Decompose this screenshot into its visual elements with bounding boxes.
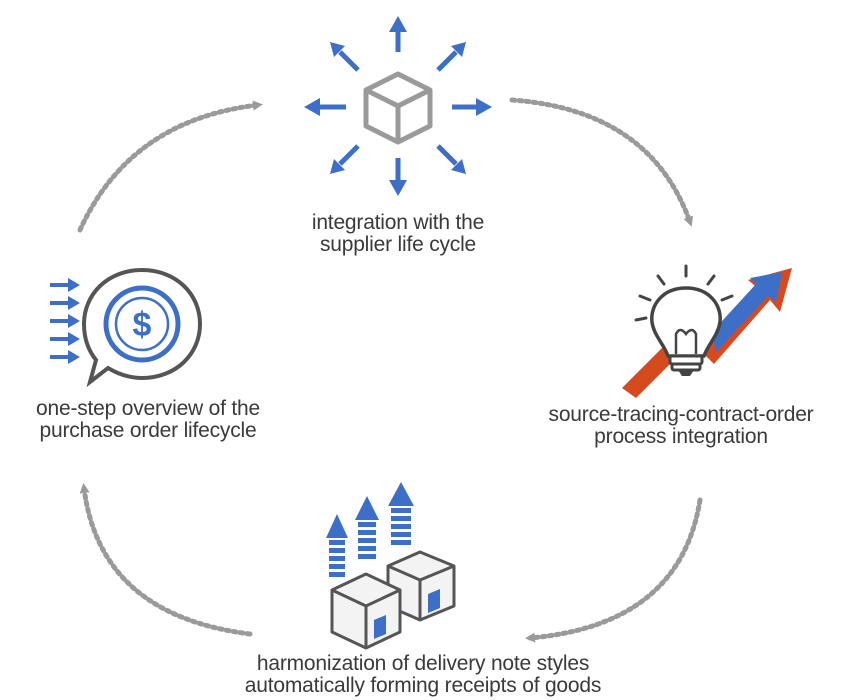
node-top-line2: supplier life cycle [319, 233, 477, 256]
node-left-line1: one-step overview of the [36, 397, 260, 420]
svg-text:$: $ [133, 306, 152, 344]
node-right-line1: source-tracing-contract-order [548, 403, 814, 426]
node-right-label: source-tracing-contract-order process in… [516, 404, 846, 448]
arc-left-to-top [77, 100, 263, 233]
arc-bottom-to-left [79, 483, 253, 637]
arc-right-to-bottom [525, 497, 703, 643]
arc-top-to-right [509, 97, 694, 227]
node-bottom-line1: harmonization of delivery note styles [256, 652, 590, 675]
node-right-line2: process integration [594, 425, 768, 448]
cube-with-outward-arrows-icon [304, 16, 492, 196]
warehouses-with-up-arrows-icon [326, 482, 456, 650]
lightbulb-with-rising-arrow-icon [622, 264, 792, 398]
node-left-line2: purchase order lifecycle [39, 419, 257, 442]
node-left-label: one-step overview of the purchase order … [0, 398, 296, 442]
node-bottom-line2: automatically forming receipts of goods [244, 674, 602, 697]
node-bottom-label: harmonization of delivery note styles au… [150, 653, 696, 697]
dollar-speech-bubble-icon: $ [50, 267, 203, 388]
node-top-label: integration with the supplier life cycle [263, 212, 533, 256]
cycle-arrows [77, 97, 703, 643]
node-top-line1: integration with the [311, 211, 485, 234]
